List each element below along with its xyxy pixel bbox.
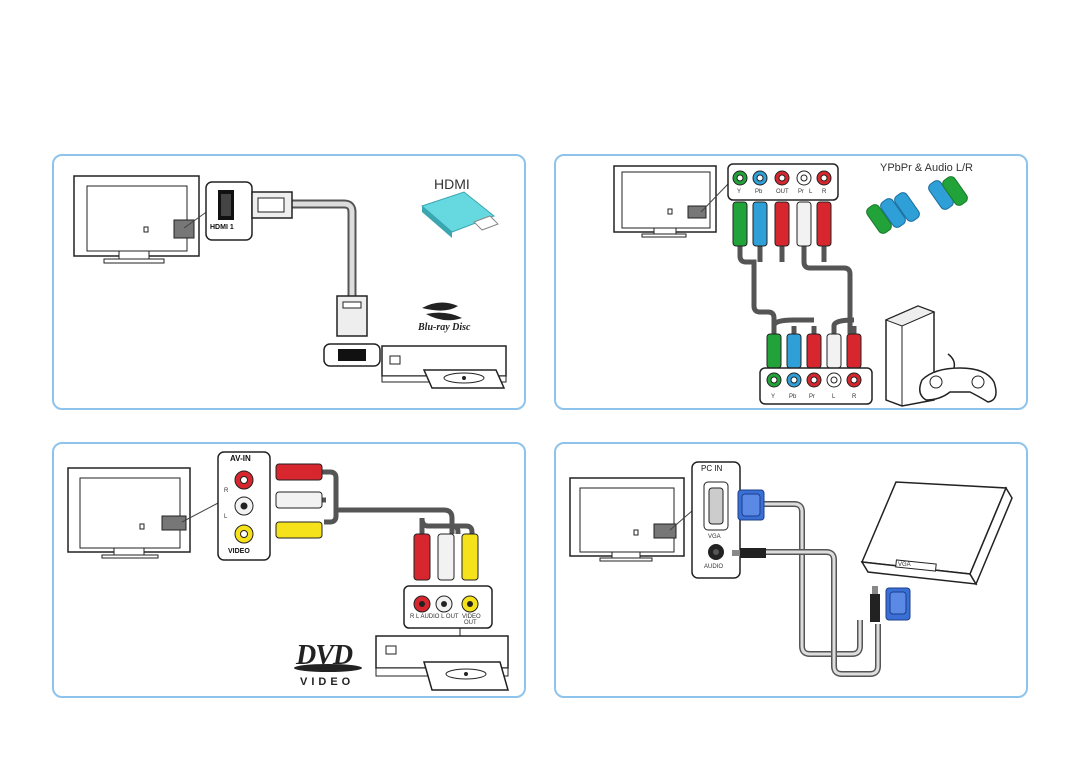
hdmi-stick-icon [421, 191, 499, 238]
pc-in-label: PC IN [701, 464, 723, 473]
bluray-logo-text: Blu-ray Disc [418, 322, 471, 333]
hdmi-plug-icon [323, 295, 381, 367]
bluray-logo [422, 302, 462, 321]
tv-jack-pb: Pb [755, 189, 763, 195]
tv-out-label: OUT [776, 189, 789, 195]
av-l-label: L [224, 514, 228, 520]
laptop-icon [860, 481, 1013, 586]
rca-plugs-dvd [413, 533, 479, 581]
dvd-video-out-label: OUT [464, 620, 477, 626]
tv-jack-y: Y [737, 189, 742, 195]
tv-jack-r: R [822, 189, 827, 195]
av-video-label: VIDEO [228, 548, 250, 555]
dvd-video-label: VIDEO [462, 614, 481, 620]
audio-port-label: AUDIO [704, 564, 724, 570]
ypbpr-connection-panel: YPbPr & Audio L/R OUT Y Pb Pr L R Y Pb P… [554, 154, 1028, 410]
dvd-logo-disc [294, 664, 362, 672]
ypbpr-diagram [613, 163, 997, 407]
dvd-audio-out-label: R L AUDIO L OUT [410, 614, 459, 620]
bluray-player-icon [381, 345, 507, 389]
device-jack-r: R [852, 394, 857, 400]
gamepad-icon [919, 353, 997, 403]
av-r-label: R [224, 488, 229, 494]
pc-diagram [569, 461, 1013, 677]
hdmi-port-label: HDMI 1 [210, 224, 234, 231]
vga-plug-icon [737, 489, 765, 521]
tv-back-icon [613, 165, 717, 238]
tv-jack-pr: Pr [798, 189, 804, 195]
audio-cable-icon [928, 176, 968, 210]
hdmi-plug-icon [251, 191, 293, 219]
av-diagram [67, 451, 509, 691]
dvd-player-icon [375, 635, 509, 691]
av-connection-panel: AV-IN R L VIDEO R L AUDIO L OUT VIDEO OU… [52, 442, 526, 698]
ypbpr-panel-title: YPbPr & Audio L/R [880, 162, 973, 174]
tv-jack-l: L [809, 189, 813, 195]
device-jack-pr: Pr [809, 394, 815, 400]
hdmi-diagram [73, 175, 507, 389]
device-jack-pb: Pb [789, 394, 797, 400]
audio-jack-icon [870, 586, 880, 622]
audio-jack-icon [732, 548, 766, 558]
tv-back-icon [73, 175, 200, 264]
component-plugs-top [732, 201, 832, 247]
dvd-logo: DVD [296, 640, 353, 671]
hdmi-connection-panel: HDMI HDMI 1 Blu-ray Disc [52, 154, 526, 410]
component-cable-icon [866, 192, 920, 234]
laptop-vga-label: VGA [898, 562, 911, 568]
dvd-logo-video: VIDEO [300, 676, 355, 688]
hdmi-panel-title: HDMI [434, 176, 470, 192]
tv-back-icon [569, 477, 685, 562]
vga-port-label: VGA [708, 534, 721, 540]
device-jack-l: L [832, 394, 836, 400]
device-jack-y: Y [771, 394, 776, 400]
vga-plug-icon [885, 587, 911, 621]
component-plugs-bottom [766, 333, 862, 369]
pc-connection-panel: PC IN VGA AUDIO VGA [554, 442, 1028, 698]
av-in-label: AV-IN [230, 454, 251, 463]
rca-plugs-tv [275, 463, 323, 539]
tv-back-icon [67, 467, 191, 559]
